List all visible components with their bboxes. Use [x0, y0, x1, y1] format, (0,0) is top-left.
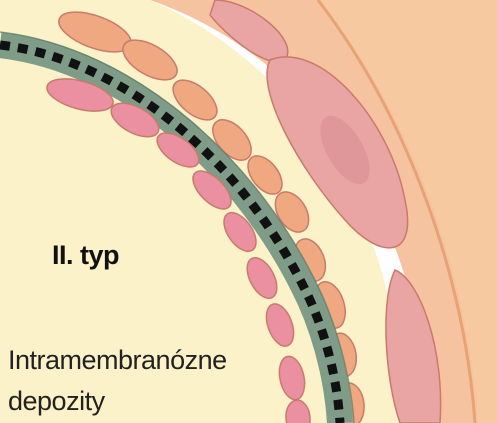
- deposits-label-line2: depozity: [8, 381, 227, 422]
- deposits-label-line1: Intramembranózne: [8, 340, 227, 381]
- type-label: II. typ: [52, 240, 119, 271]
- deposits-label: Intramembranózne depozity: [8, 340, 227, 422]
